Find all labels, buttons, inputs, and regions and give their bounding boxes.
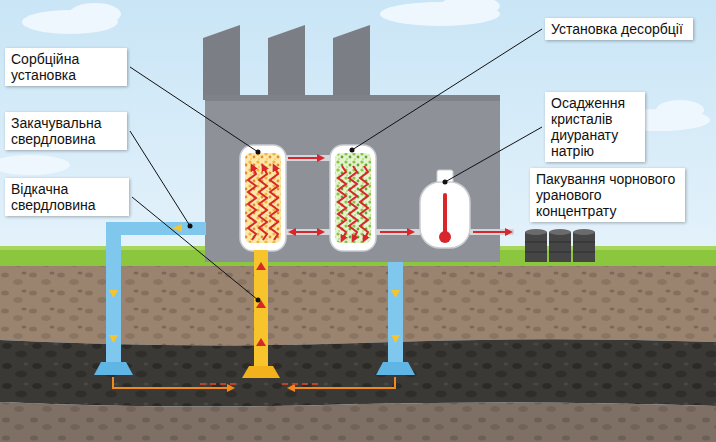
callout-box: Установка десорбції bbox=[545, 18, 693, 40]
callout-label: Закачувальна свердловина bbox=[11, 115, 121, 147]
callout-box: Пакування чорнового уранового концентрат… bbox=[530, 168, 685, 222]
callout-box: Сорбційна установка bbox=[5, 48, 127, 86]
callout-label: Пакування чорнового уранового концентрат… bbox=[536, 171, 679, 219]
callout-box: Відкачна свердловина bbox=[5, 178, 129, 216]
leader-line bbox=[352, 29, 542, 150]
leader-line bbox=[130, 67, 258, 152]
leader-dot bbox=[350, 148, 355, 153]
leader-dot bbox=[256, 150, 261, 155]
leader-dot bbox=[188, 224, 193, 229]
callout-label: Установка десорбції bbox=[551, 21, 687, 37]
leader-dot bbox=[443, 180, 448, 185]
callout-box: Осадження кристалів диуранату натрію bbox=[545, 92, 645, 162]
leader-line bbox=[132, 197, 258, 300]
callout-label: Осадження кристалів диуранату натрію bbox=[551, 95, 639, 159]
callout-label: Відкачна свердловина bbox=[11, 181, 123, 213]
callout-box: Закачувальна свердловина bbox=[5, 112, 127, 150]
leader-line bbox=[130, 131, 190, 226]
leader-dot bbox=[256, 298, 261, 303]
leader-line bbox=[445, 127, 542, 182]
callout-label: Сорбційна установка bbox=[11, 51, 121, 83]
